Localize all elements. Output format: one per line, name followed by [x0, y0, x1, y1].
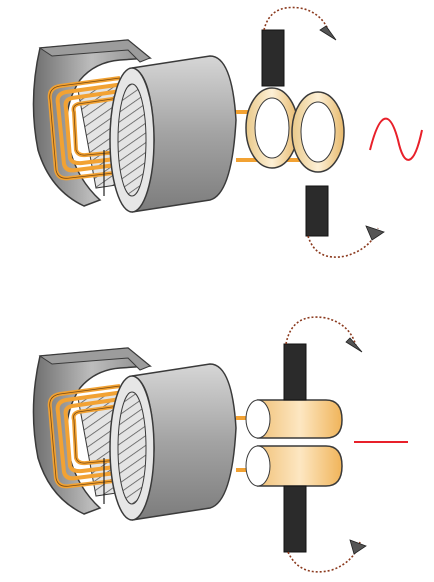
- brush-bottom: [305, 185, 329, 237]
- ac-generator-diagram: [32, 6, 423, 258]
- spring-top: [285, 316, 363, 353]
- rotor: [109, 363, 237, 521]
- sine-wave-icon: [369, 117, 423, 161]
- brush-top: [283, 343, 307, 401]
- spring-top: [263, 6, 337, 41]
- brush-bottom: [283, 485, 307, 553]
- brush-top: [261, 29, 285, 87]
- rotor: [109, 55, 237, 213]
- dc-generator-diagram: [32, 316, 408, 573]
- slip-ring-front: [291, 91, 345, 173]
- coil-outline: [49, 385, 141, 487]
- commutator-segment-bottom: [245, 445, 343, 487]
- slip-ring-rear: [245, 87, 299, 169]
- spring-bottom: [287, 539, 367, 573]
- spring-bottom: [307, 225, 385, 258]
- coil-outline: [49, 77, 141, 179]
- commutator-segment-top: [245, 399, 343, 439]
